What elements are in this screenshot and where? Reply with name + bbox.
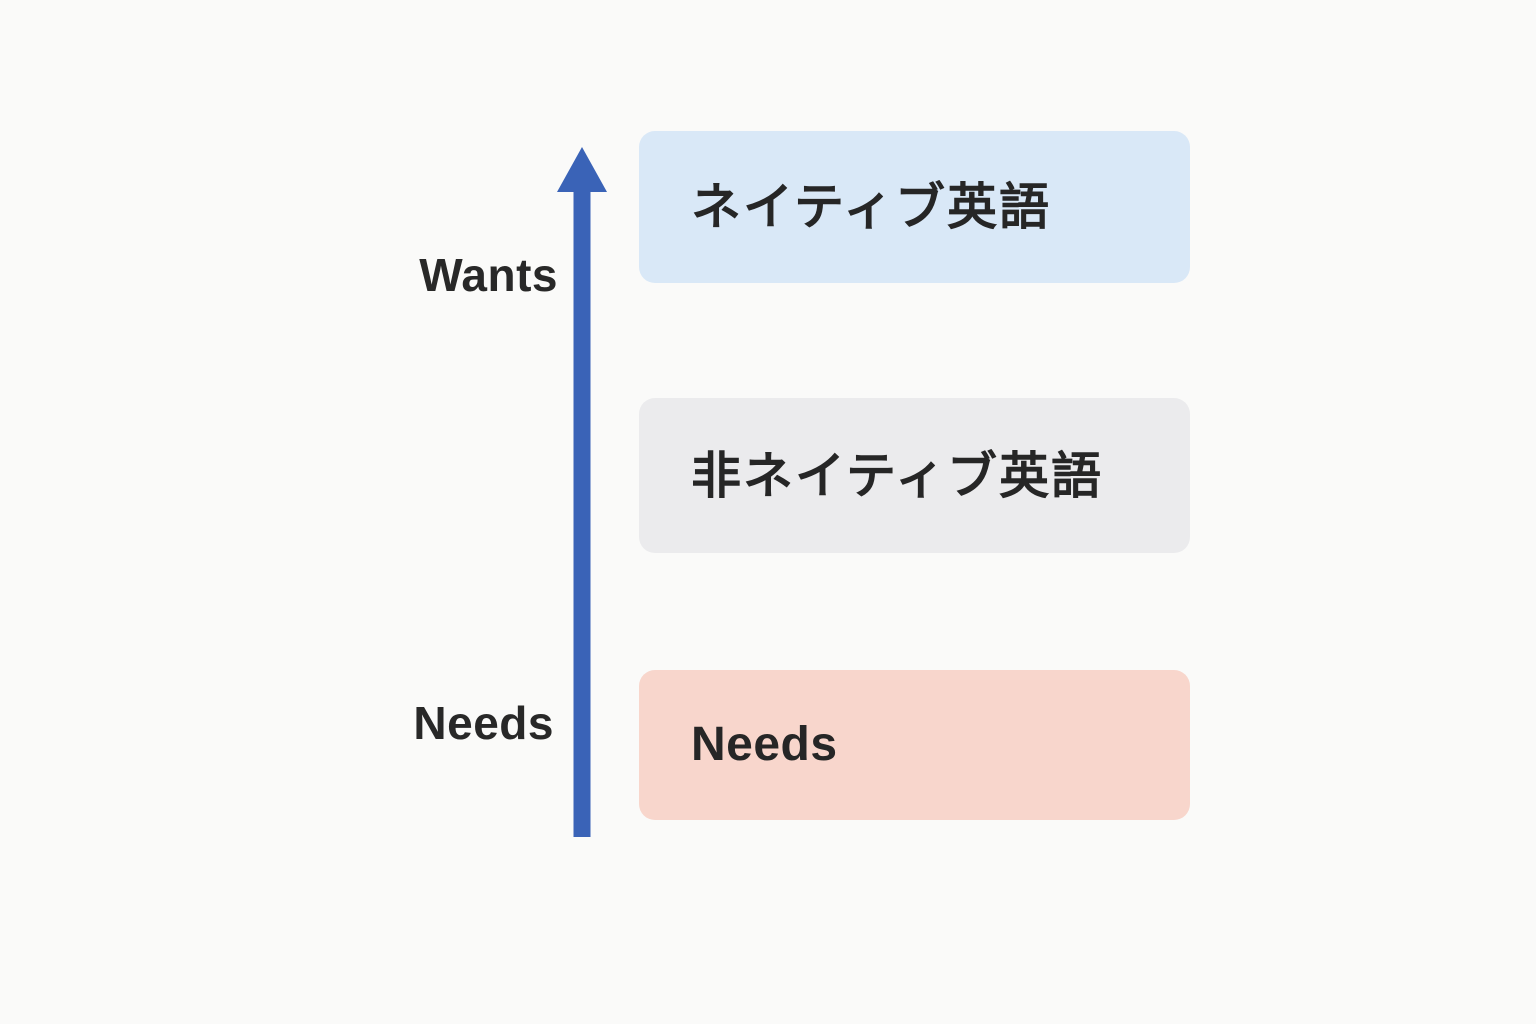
box-nonnative-english-label: 非ネイティブ英語	[691, 447, 1103, 504]
axis-label-needs: Needs	[413, 697, 554, 749]
up-arrow-icon	[557, 147, 607, 837]
box-needs: Needs	[639, 670, 1190, 820]
box-native-english: ネイティブ英語	[639, 131, 1190, 283]
box-native-english-label: ネイティブ英語	[691, 179, 1051, 235]
box-needs-label: Needs	[691, 718, 838, 772]
box-nonnative-english: 非ネイティブ英語	[639, 398, 1190, 553]
axis-label-wants: Wants	[419, 249, 558, 301]
